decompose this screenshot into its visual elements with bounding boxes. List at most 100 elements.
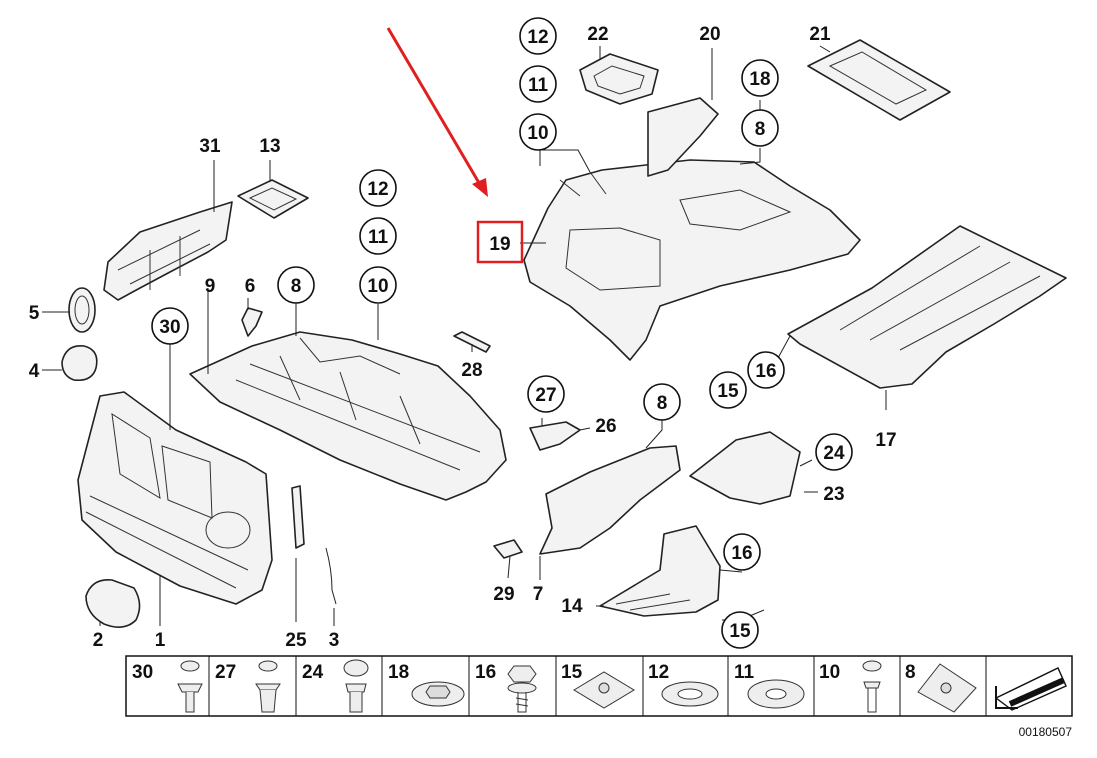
callout-16a: 16 — [755, 361, 776, 382]
callouts: 31 13 5 4 9 6 30 8 12 11 10 28 2 1 25 3 … — [29, 17, 897, 651]
part-30-grille-frame — [77, 391, 273, 605]
callout-circle-8b — [741, 109, 779, 147]
callout-17: 17 — [875, 430, 896, 451]
callout-circle-8a — [277, 266, 315, 304]
screw-grommet-icon — [862, 660, 882, 713]
figure-number: 00180507 — [1019, 725, 1073, 739]
part-17-rear-shield — [787, 225, 1067, 389]
callout-8b: 8 — [755, 119, 766, 140]
callout-19: 19 — [489, 234, 510, 255]
callout-circle-11a — [519, 65, 557, 103]
callout-10b: 10 — [367, 276, 388, 297]
plastic-rivet-icon — [343, 659, 369, 713]
callout-circle-27 — [527, 375, 565, 413]
strip-label-15: 15 — [561, 662, 583, 683]
callout-circle-15b — [721, 611, 759, 649]
callout-12a: 12 — [527, 27, 548, 48]
callout-12b: 12 — [367, 179, 388, 200]
callout-20: 20 — [699, 24, 720, 45]
callout-circle-30 — [151, 307, 189, 345]
part-9-front-underbody-shield — [189, 331, 507, 501]
callout-circle-24 — [815, 433, 853, 471]
callout-circle-12a — [519, 17, 557, 55]
callout-21: 21 — [809, 24, 831, 45]
callout-7: 7 — [533, 584, 544, 605]
part-29-clip — [493, 539, 523, 559]
part-20-bracket — [647, 97, 719, 177]
callout-9: 9 — [205, 276, 216, 297]
callout-14: 14 — [561, 596, 583, 617]
callout-circle-10a — [519, 113, 557, 151]
part-27-clip — [529, 421, 581, 451]
callout-circle-18 — [741, 59, 779, 97]
callout-25: 25 — [285, 630, 307, 651]
lock-ring-icon — [747, 679, 805, 709]
callout-19-highlight-box — [476, 220, 524, 264]
callout-24: 24 — [823, 443, 845, 464]
callout-5: 5 — [29, 303, 40, 324]
part-31-bracket — [103, 201, 233, 301]
callout-circle-16a — [747, 351, 785, 389]
callout-30: 30 — [159, 317, 180, 338]
part-7-wheel-arch-trim — [539, 445, 681, 555]
callout-16b: 16 — [731, 543, 752, 564]
callout-28: 28 — [461, 360, 482, 381]
callout-31: 31 — [199, 136, 221, 157]
part-23-bracket — [689, 431, 801, 505]
callout-1: 1 — [155, 630, 166, 651]
callout-23: 23 — [823, 484, 844, 505]
callout-11b: 11 — [368, 227, 389, 248]
part-22-frame — [579, 53, 659, 105]
strip-label-8: 8 — [905, 662, 916, 683]
callout-11a: 11 — [528, 75, 549, 96]
part-28-strap — [453, 331, 491, 353]
part-19-underbody-shield — [523, 159, 861, 361]
callout-22: 22 — [587, 24, 608, 45]
direction-arrow-icon — [994, 667, 1067, 711]
hex-bolt-icon — [507, 665, 537, 713]
part-2-cover — [85, 579, 141, 628]
hex-nut-washer-icon — [411, 681, 465, 707]
strip-label-30: 30 — [132, 662, 153, 683]
callout-3: 3 — [329, 630, 340, 651]
strip-label-16: 16 — [475, 662, 496, 683]
callout-27: 27 — [535, 385, 556, 406]
highlight-arrow — [386, 27, 488, 197]
strip-label-18: 18 — [388, 662, 409, 683]
callout-18: 18 — [749, 69, 770, 90]
strip-label-12: 12 — [648, 662, 669, 683]
part-3-cable — [325, 547, 337, 605]
strip-label-11: 11 — [734, 662, 755, 683]
part-13-cover — [237, 179, 309, 219]
part-14-wheel-liner — [599, 525, 721, 617]
strip-label-24: 24 — [302, 662, 324, 683]
callout-6: 6 — [245, 276, 256, 297]
callout-26: 26 — [595, 416, 616, 437]
callout-15b: 15 — [729, 621, 751, 642]
strip-label-10: 10 — [819, 662, 840, 683]
strip-label-27: 27 — [215, 662, 236, 683]
fastener-strip: 30 27 24 18 16 15 12 11 10 8 — [125, 655, 1073, 717]
callout-4: 4 — [29, 361, 40, 382]
expanding-rivet-icon — [255, 660, 281, 713]
callout-8c: 8 — [657, 393, 668, 414]
washer-icon — [661, 681, 719, 707]
callout-2: 2 — [93, 630, 104, 651]
callout-circle-8c — [643, 383, 681, 421]
part-5-ring — [68, 287, 96, 333]
callout-13: 13 — [259, 136, 280, 157]
callout-8a: 8 — [291, 276, 302, 297]
callout-circle-15a — [709, 371, 747, 409]
callout-15a: 15 — [717, 381, 739, 402]
part-21-duct — [807, 39, 951, 121]
callout-circle-11b — [359, 217, 397, 255]
part-25-strip — [291, 485, 305, 549]
part-6-clip — [241, 307, 263, 337]
callout-29: 29 — [493, 584, 514, 605]
callout-10a: 10 — [527, 123, 548, 144]
push-rivet-icon — [177, 660, 203, 713]
callout-circle-12b — [359, 169, 397, 207]
sheet-nut-icon — [917, 663, 977, 713]
callout-circle-10b — [359, 266, 397, 304]
